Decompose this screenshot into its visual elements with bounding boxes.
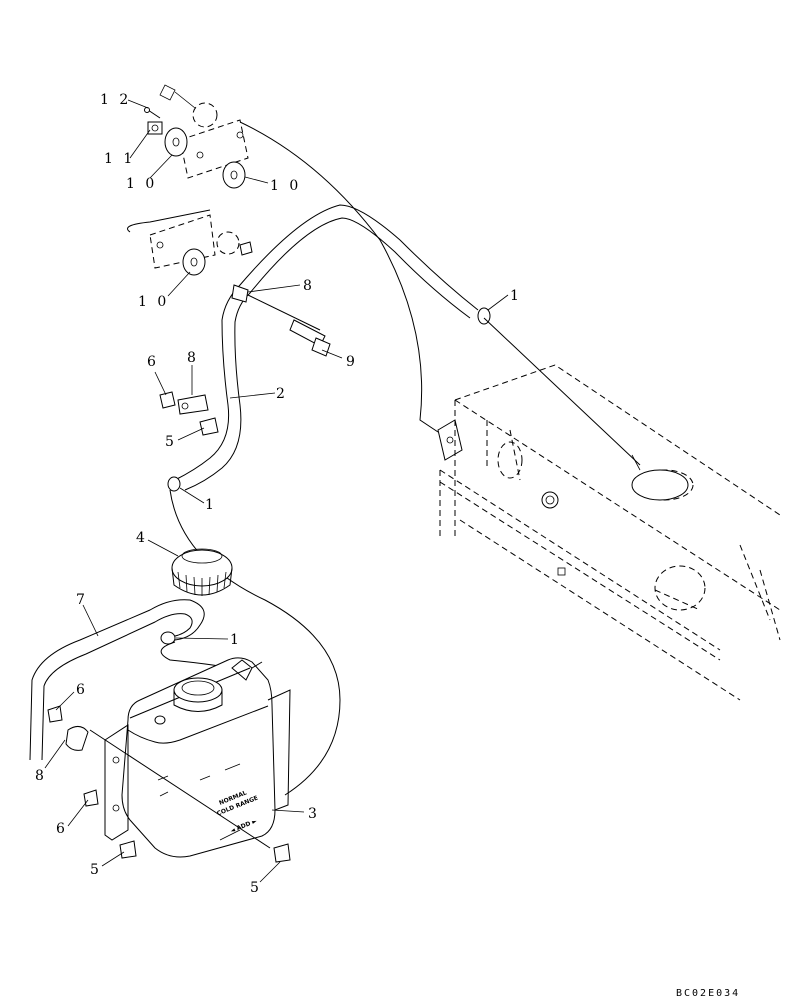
- frame-mount-bracket: [437, 419, 559, 509]
- square-nut: [147, 121, 163, 135]
- callout-9: 9: [346, 354, 358, 370]
- drawing-code: BC02E034: [676, 988, 740, 999]
- washer-right: [222, 161, 246, 189]
- callout-10-upper-right: 1 0: [270, 178, 301, 194]
- callout-6-left: 6: [76, 682, 88, 698]
- hose-clamp: [231, 284, 321, 331]
- callout-2: 2: [276, 386, 288, 402]
- callout-6-mid: 6: [147, 354, 159, 370]
- callout-8-hose-clamp: 8: [303, 278, 315, 294]
- leader-lines: [44, 99, 509, 883]
- tank-cap: [171, 548, 233, 596]
- washer-upper: [164, 127, 188, 157]
- callout-10-lower: 1 0: [138, 294, 169, 310]
- callout-7: 7: [76, 592, 88, 608]
- callout-4: 4: [136, 530, 148, 546]
- hardware-lower: [47, 705, 291, 863]
- callout-12: 1 2: [100, 92, 131, 108]
- callout-3: 3: [308, 806, 320, 822]
- washer-lower: [182, 248, 206, 276]
- callout-11: 1 1: [104, 151, 135, 167]
- fitting-1-lower: [167, 476, 341, 796]
- fitting-1-upper: [477, 307, 689, 501]
- callout-5-mid: 5: [165, 434, 177, 450]
- callout-8-lower: 8: [35, 768, 47, 784]
- callout-1-upper: 1: [510, 288, 522, 304]
- tank-mount-bracket: [104, 689, 291, 841]
- upper-bracket-assembly: [127, 84, 439, 433]
- callout-6-lower: 6: [56, 821, 68, 837]
- callout-10-upper-left: 1 0: [126, 176, 157, 192]
- callout-1-mid: 1: [205, 497, 217, 513]
- coolant-tank: [121, 657, 276, 858]
- callout-5-left: 5: [90, 862, 102, 878]
- callout-5-right: 5: [250, 880, 262, 896]
- bolt-12: [144, 107, 150, 113]
- machine-frame-outline: [439, 364, 781, 701]
- small-hardware-mid: [159, 391, 219, 436]
- callout-1-lower: 1: [230, 632, 242, 648]
- callout-8-mid: 8: [187, 350, 199, 366]
